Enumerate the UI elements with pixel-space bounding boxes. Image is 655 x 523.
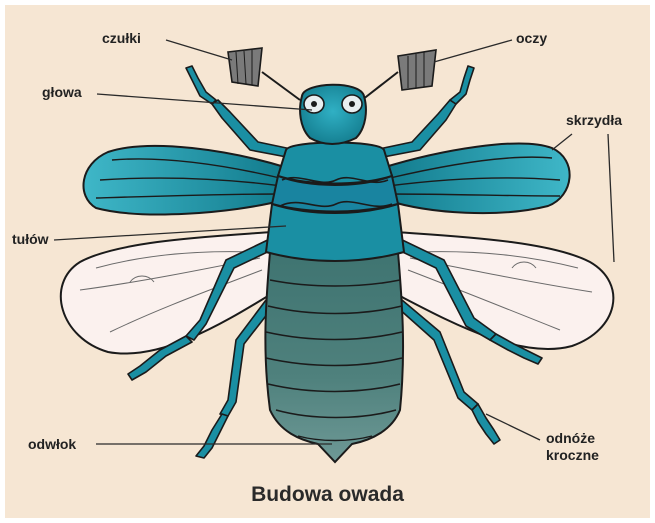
thorax-illustration	[266, 143, 404, 262]
diagram-title: Budowa owada	[0, 483, 655, 507]
label-thorax: tułów	[12, 231, 49, 247]
label-antennae: czułki	[102, 30, 141, 46]
label-eyes: oczy	[516, 30, 547, 46]
label-head: głowa	[42, 84, 82, 100]
label-walking-leg-line2: kroczne	[546, 447, 599, 463]
label-abdomen: odwłok	[28, 436, 76, 452]
fore-wing-left	[84, 146, 289, 215]
head-illustration	[300, 85, 366, 144]
abdomen-illustration	[265, 252, 403, 462]
fore-wing-right	[382, 144, 570, 214]
label-wings: skrzydła	[566, 112, 622, 128]
label-walking-leg-line1: odnóże	[546, 430, 595, 446]
